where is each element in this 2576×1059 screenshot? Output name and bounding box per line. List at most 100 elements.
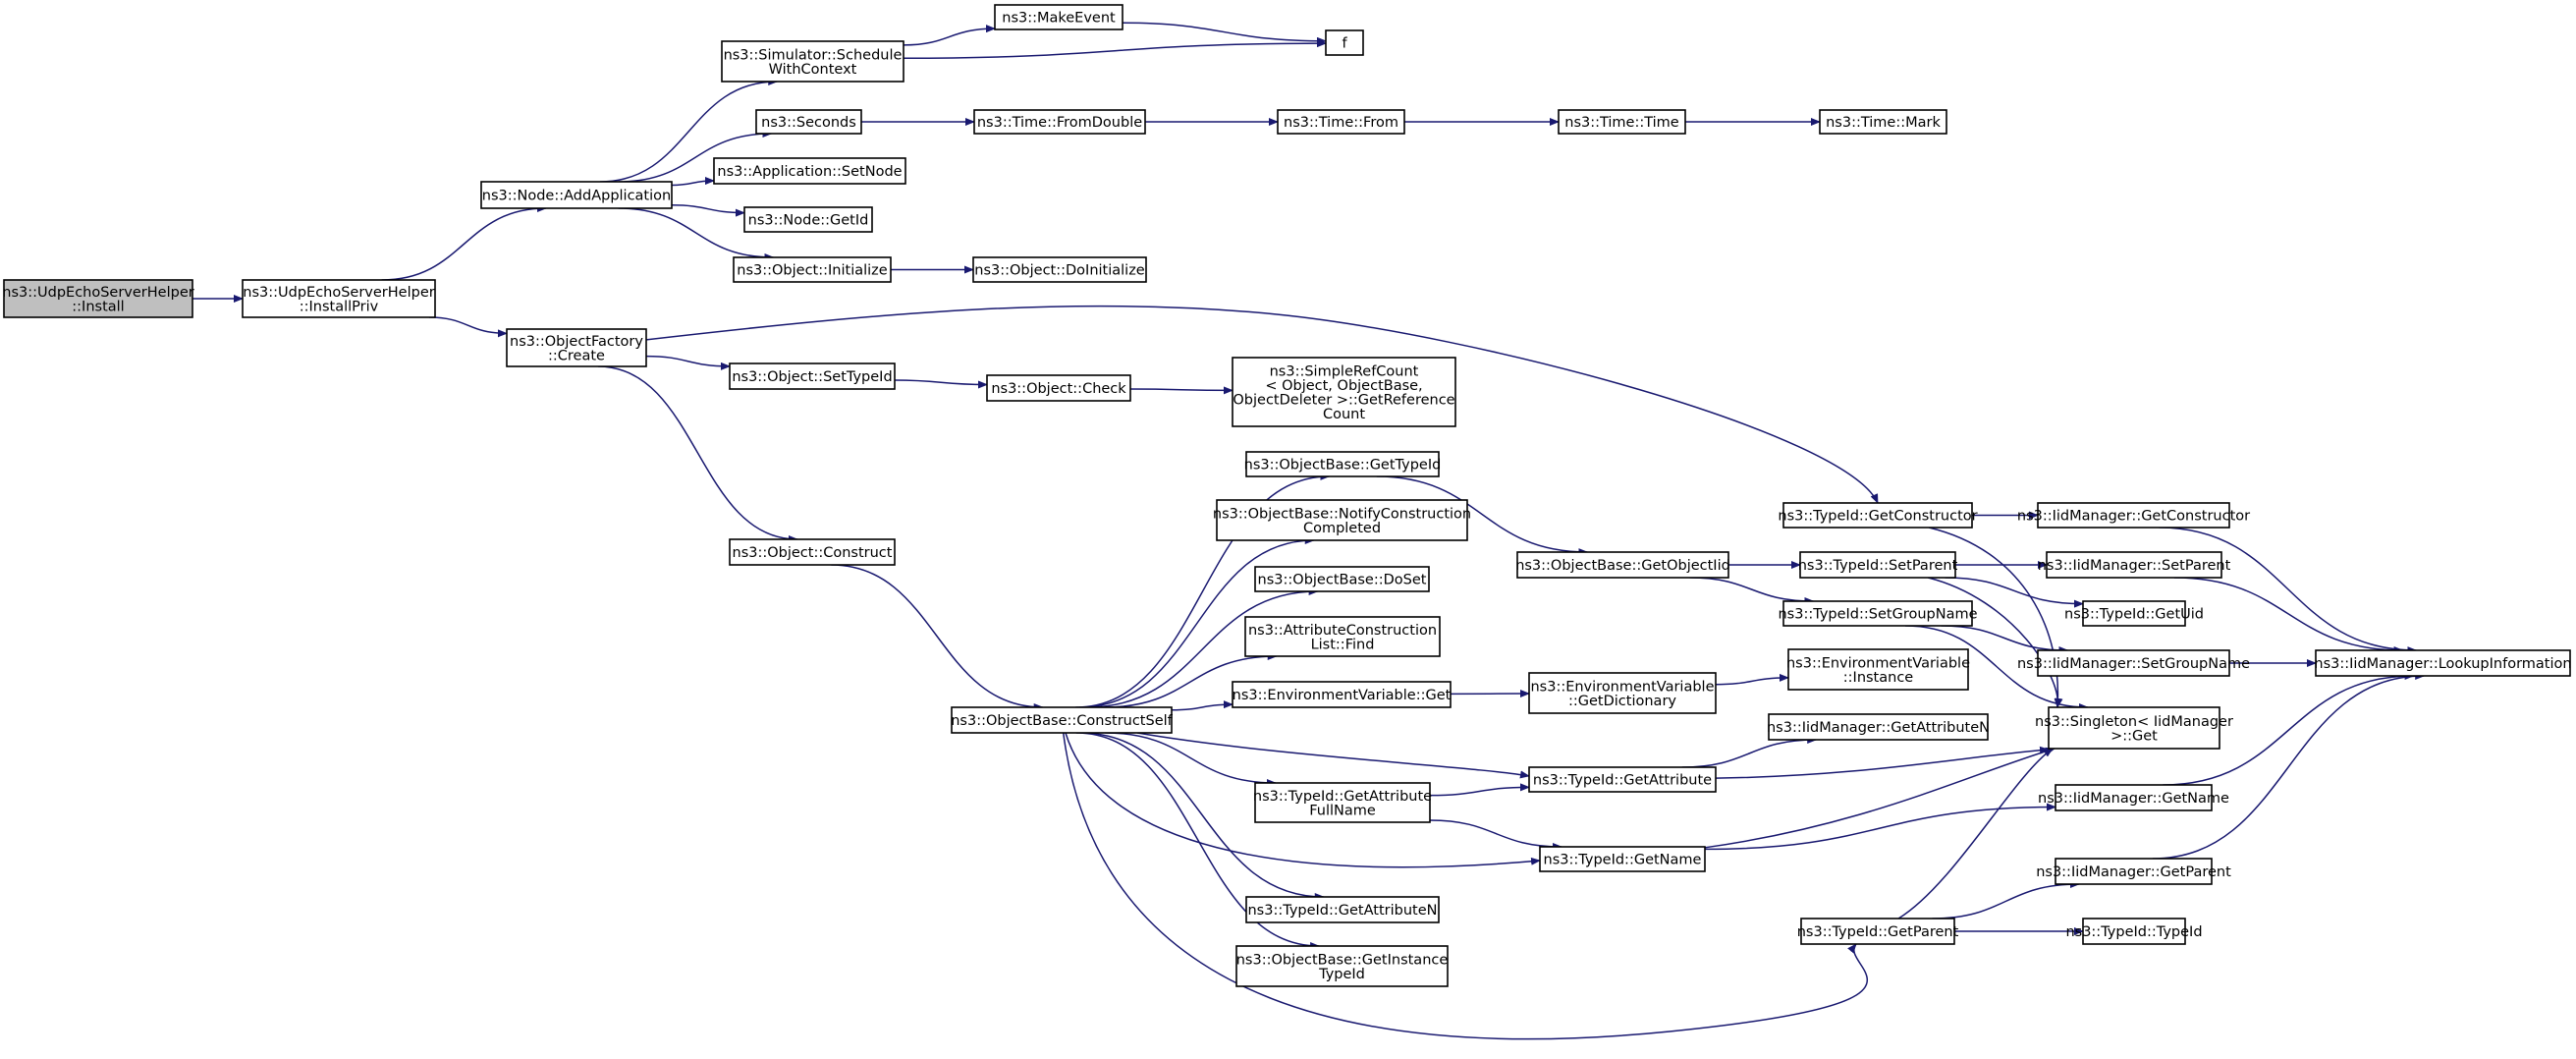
node-label: ns3::ObjectBase::GetObjectIid <box>1515 558 1730 574</box>
node-label: ::Create <box>548 348 605 363</box>
node-label: ns3::Simulator::Schedule <box>724 47 903 63</box>
node-label: ns3::Seconds <box>761 115 856 131</box>
graph-node[interactable]: ns3::TypeId::GetName <box>1539 846 1706 872</box>
node-label: Completed <box>1303 521 1381 536</box>
graph-node[interactable]: ns3::Object::Initialize <box>733 256 892 283</box>
graph-node[interactable]: ns3::IidManager::GetName <box>2038 784 2229 811</box>
graph-node[interactable]: ns3::ObjectBase::GetObjectIid <box>1515 551 1730 579</box>
edge-n40-to-n47 <box>2173 577 2404 654</box>
graph-node[interactable]: f <box>1325 29 1364 56</box>
edge-n2-to-n4 <box>599 78 779 183</box>
node-label: ns3::ObjectBase::DoSet <box>1258 573 1427 588</box>
graph-node[interactable]: ns3::Node::AddApplication <box>480 181 673 209</box>
node-box <box>506 328 647 367</box>
node-label: List::Find <box>1311 637 1375 652</box>
graph-node[interactable]: ns3::TypeId::SetParent <box>1798 551 1958 579</box>
graph-node[interactable]: ns3::Time::Time <box>1558 109 1686 135</box>
edge-n19-to-n20 <box>831 564 1044 711</box>
graph-node[interactable]: ns3::TypeId::TypeId <box>2065 918 2203 945</box>
node-label: ns3::MakeEvent <box>1002 11 1116 27</box>
node-box <box>480 181 673 209</box>
edge-n20-to-n31 <box>1136 732 1530 779</box>
graph-node[interactable]: ns3::UdpEchoServerHelper::InstallPriv <box>242 279 436 318</box>
graph-node[interactable]: ns3::IidManager::LookupInformation <box>2314 649 2572 677</box>
edge-n2-to-n5 <box>618 130 773 183</box>
node-box <box>2055 858 2213 885</box>
node-label: f <box>1342 36 1347 52</box>
graph-node[interactable]: ns3::TypeId::GetAttributeN <box>1245 896 1440 923</box>
edge-n20-to-n21 <box>1075 473 1331 708</box>
node-box <box>1245 896 1440 923</box>
node-box <box>951 706 1173 734</box>
graph-node[interactable]: ns3::Singleton< IidManager >::Get <box>2035 706 2233 750</box>
graph-node[interactable]: ns3::SimpleRefCount< Object, ObjectBase,… <box>1232 357 1456 427</box>
graph-node[interactable]: ns3::ObjectBase::NotifyConstructionCompl… <box>1213 499 1471 541</box>
edge-n2-to-n8 <box>618 207 775 261</box>
graph-node[interactable]: ns3::Object::SetTypeId <box>729 362 896 390</box>
node-label: ns3::ObjectBase::GetTypeId <box>1244 458 1442 474</box>
edge-n38-to-n43 <box>1897 748 2054 920</box>
edge-n16-to-n17 <box>894 379 988 389</box>
node-label: ns3::Singleton< IidManager <box>2035 714 2233 730</box>
node-box <box>1528 672 1717 714</box>
graph-node[interactable]: ns3::TypeId::GetAttribute <box>1528 766 1717 793</box>
graph-node[interactable]: ns3::ObjectBase::DoSet <box>1254 566 1430 592</box>
node-label: ns3::IidManager::GetName <box>2038 791 2229 807</box>
graph-node[interactable]: ns3::Time::From <box>1277 109 1405 135</box>
node-label: ns3::Node::AddApplication <box>482 189 671 204</box>
graph-node[interactable]: ns3::Object::DoInitialize <box>972 256 1147 283</box>
graph-node[interactable]: ns3::IidManager::SetGroupName <box>2017 649 2250 677</box>
graph-node[interactable]: ns3::ObjectBase::GetTypeId <box>1244 451 1442 477</box>
graph-node[interactable]: ns3::Application::SetNode <box>713 157 906 185</box>
graph-node[interactable]: ns3::EnvironmentVariable::Instance <box>1786 648 1970 691</box>
node-label: ::Install <box>72 299 124 314</box>
node-box <box>1216 499 1468 541</box>
graph-node[interactable]: ns3::TypeId::GetUid <box>2064 600 2204 627</box>
graph-node[interactable]: ns3::MakeEvent <box>994 4 1124 30</box>
node-label: ns3::EnvironmentVariable <box>1530 679 1714 695</box>
node-label: ns3::Object::Initialize <box>737 263 887 279</box>
graph-node[interactable]: ns3::ObjectFactory::Create <box>506 328 647 367</box>
graph-node[interactable]: ns3::Time::FromDouble <box>973 109 1146 135</box>
node-box <box>1254 566 1430 592</box>
graph-node[interactable]: ns3::Time::Mark <box>1819 109 1947 135</box>
graph-node[interactable]: ns3::EnvironmentVariable::GetDictionary <box>1528 672 1717 714</box>
node-label: ns3::Application::SetNode <box>717 164 902 180</box>
node-box <box>1254 782 1431 823</box>
graph-node[interactable]: ns3::IidManager::SetParent <box>2038 551 2231 579</box>
graph-node[interactable]: ns3::UdpEchoServerHelper::Install <box>2 279 194 318</box>
graph-node[interactable]: ns3::IidManager::GetConstructor <box>2017 502 2250 529</box>
node-box <box>1800 918 1955 945</box>
graph-node[interactable]: ns3::EnvironmentVariable::Get <box>1232 681 1452 708</box>
node-box <box>1799 551 1956 579</box>
edge-n20-to-n32 <box>1065 732 1541 868</box>
node-label: ns3::UdpEchoServerHelper <box>243 285 434 301</box>
graph-node[interactable]: ns3::TypeId::GetParent <box>1797 918 1959 945</box>
graph-node[interactable]: ns3::Object::Construct <box>729 538 896 566</box>
edge-n44-to-n47 <box>2163 672 2415 786</box>
graph-node[interactable]: ns3::Object::Check <box>986 374 1131 402</box>
node-label: Count <box>1323 407 1365 422</box>
graph-node[interactable]: ns3::IidManager::GetAttributeN <box>1767 713 1990 741</box>
node-box <box>1768 713 1989 741</box>
node-box <box>2082 918 2186 945</box>
node-label: ns3::ObjectBase::GetInstance <box>1236 952 1449 968</box>
edge-n39-to-n47 <box>2159 527 2418 654</box>
node-label: ns3::Object::Construct <box>733 545 893 561</box>
edge-n17-to-n18 <box>1129 386 1233 395</box>
node-label: ns3::ObjectBase::ConstructSelf <box>951 713 1173 729</box>
graph-node[interactable]: ns3::TypeId::SetGroupName <box>1778 600 1978 627</box>
edge-n32-to-n43 <box>1704 747 2055 849</box>
graph-node[interactable]: ns3::ObjectBase::ConstructSelf <box>951 706 1174 734</box>
edge-n30-to-n36 <box>1715 673 1789 686</box>
graph-node[interactable]: ns3::IidManager::GetParent <box>2036 858 2231 885</box>
node-label: ns3::IidManager::LookupInformation <box>2314 656 2571 672</box>
graph-node[interactable]: ns3::Seconds <box>755 109 862 135</box>
edge-n35-to-n42 <box>1941 625 2069 654</box>
graph-node[interactable]: ns3::Node::GetId <box>743 206 873 233</box>
graph-node[interactable]: ns3::TypeId::GetConstructor <box>1778 502 1978 529</box>
